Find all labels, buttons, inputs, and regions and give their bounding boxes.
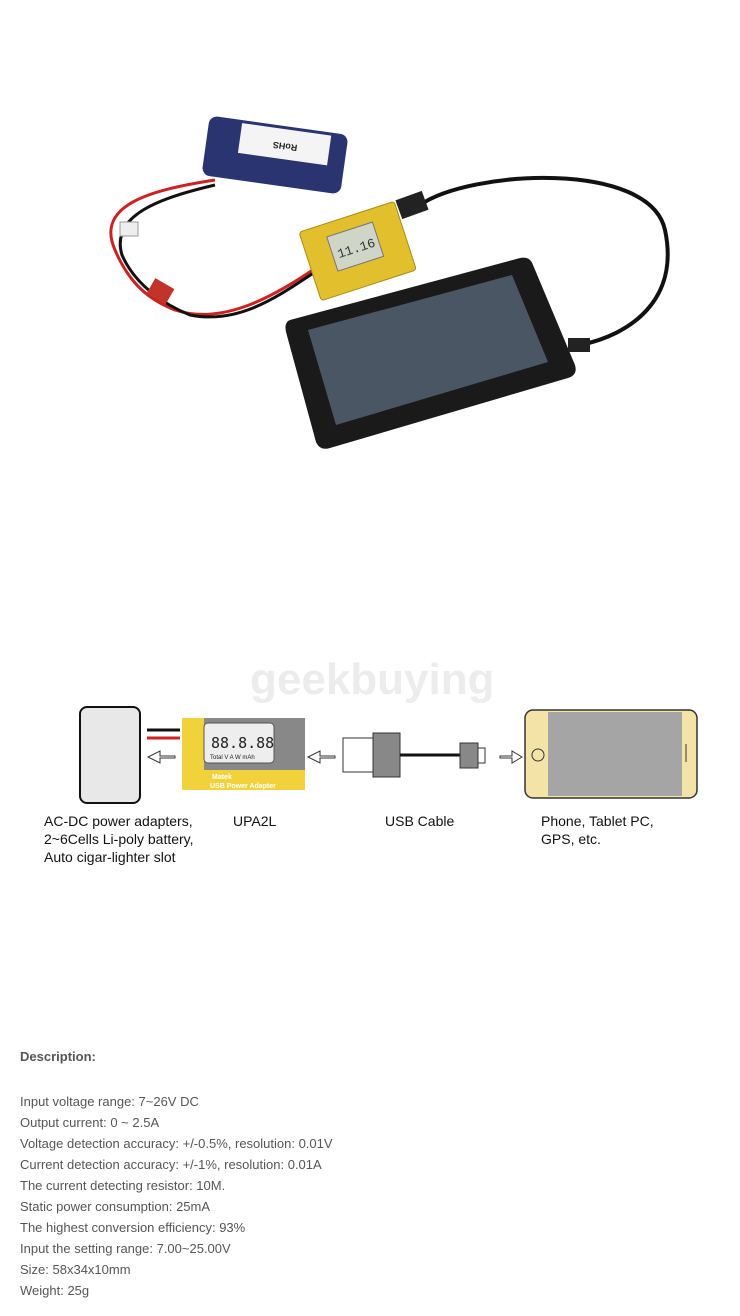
spec-item: The highest conversion efficiency: 93% — [20, 1220, 246, 1235]
spec-item: Size: 58x34x10mm — [20, 1262, 131, 1277]
phone-screen — [548, 712, 682, 796]
watermark: geekbuying — [250, 655, 495, 704]
usb-a-plug — [342, 737, 374, 773]
connection-diagram: 88.8.88 Total V A W mAh Matek USB Power … — [79, 706, 698, 804]
spec-item: Static power consumption: 25mA — [20, 1199, 211, 1214]
product-photo: RoHS 11.16 — [109, 116, 670, 449]
micro-usb-plug — [568, 338, 590, 352]
lipo-battery: RoHS — [202, 116, 348, 194]
arrow-left-icon — [306, 750, 336, 764]
arrow-left-icon — [146, 750, 176, 764]
svg-text:RoHS: RoHS — [272, 140, 298, 153]
arrow-right-icon — [499, 750, 523, 764]
spec-item: Weight: 25g — [20, 1283, 90, 1298]
label-source: AC-DC power adapters, 2~6Cells Li-poly b… — [44, 813, 194, 865]
module-brand: Matek — [212, 774, 232, 781]
module-name: USB Power Adapter — [210, 783, 276, 790]
power-module: 11.16 — [299, 201, 417, 301]
label-cable: USB Cable — [385, 813, 455, 829]
spec-item: Output current: 0 ~ 2.5A — [20, 1115, 160, 1130]
spec-item: The current detecting resistor: 10M. — [20, 1178, 226, 1193]
spec-item: Input voltage range: 7~26V DC — [20, 1094, 199, 1109]
deans-connector — [146, 278, 175, 305]
balance-connector — [119, 221, 139, 237]
description-list: Input voltage range: 7~26V DC Output cur… — [20, 1091, 333, 1301]
label-device: Phone, Tablet PC, GPS, etc. — [541, 813, 654, 847]
spec-item: Voltage detection accuracy: +/-0.5%, res… — [20, 1136, 333, 1151]
red-wire — [109, 178, 321, 316]
description-title: Description: — [20, 1049, 96, 1064]
spec-item: Current detection accuracy: +/-1%, resol… — [20, 1157, 322, 1172]
micro-usb-plug — [459, 742, 479, 769]
module-lcd: 88.8.88 — [211, 734, 274, 752]
power-source-box — [79, 706, 141, 804]
usb-cable — [418, 175, 670, 347]
usb-plug — [395, 190, 429, 220]
smartphone — [285, 257, 576, 449]
spec-item: Input the setting range: 7.00~25.00V — [20, 1241, 231, 1256]
module-lcd-labels: Total V A W mAh — [210, 755, 255, 761]
label-module: UPA2L — [233, 813, 277, 829]
